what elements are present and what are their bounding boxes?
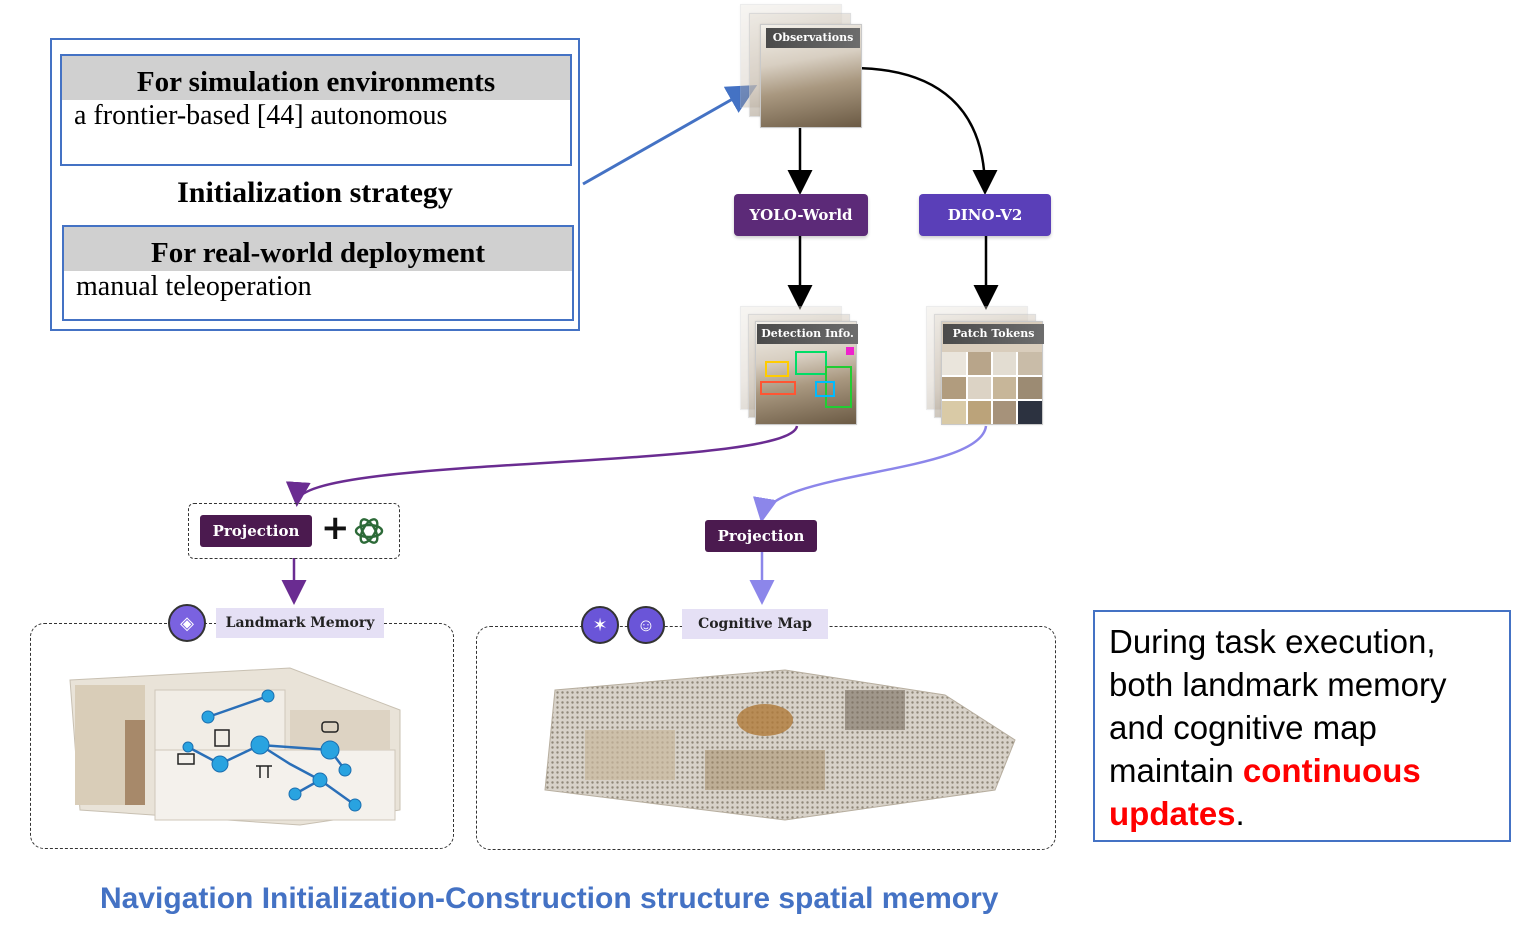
- figure-caption: Navigation Initialization-Construction s…: [100, 882, 999, 915]
- openai-logo-icon: [354, 518, 384, 544]
- landmark-memory-tag: Landmark Memory: [216, 608, 384, 638]
- landmark-map-image: [69, 667, 401, 826]
- obs-to-dino-arrow: [851, 66, 998, 195]
- real-world-text: manual teleoperation: [76, 271, 312, 302]
- projection-left-node: Projection: [200, 515, 312, 547]
- simulation-box: For simulation environments a frontier-b…: [60, 54, 572, 166]
- detection-info-stack: Detection Info.: [740, 306, 864, 430]
- simulation-text: a frontier-based [44] autonomous: [74, 100, 448, 131]
- network-icon: ✶: [581, 606, 619, 644]
- update-note-box: During task execution, both landmark mem…: [1093, 610, 1511, 842]
- plus-sign: +: [321, 508, 350, 548]
- init-to-observations-arrow: [582, 85, 758, 186]
- cognitive-map-pointcloud: [544, 669, 1016, 821]
- brain-head-icon: ☺: [627, 606, 665, 644]
- initialization-title: Initialization strategy: [177, 176, 453, 209]
- initialization-panel: [50, 38, 580, 331]
- projection-right-node: Projection: [705, 520, 817, 552]
- detection-boxes: [760, 347, 854, 408]
- dino-v2-node: DINO-V2: [919, 194, 1051, 236]
- cube-icon: ◈: [168, 604, 206, 642]
- real-world-heading: For real-world deployment: [64, 227, 572, 271]
- patch-tokens-stack: Patch Tokens: [926, 306, 1050, 430]
- projection-group-left: [188, 503, 400, 559]
- note-text: During task execution, both landmark mem…: [1109, 623, 1447, 789]
- note-period: .: [1235, 795, 1245, 832]
- cognitive-map-tag: Cognitive Map: [682, 609, 828, 639]
- observations-stack: Observations: [740, 4, 864, 128]
- detection-to-projection-arrow: [286, 425, 799, 507]
- detection-label: Detection Info.: [757, 324, 858, 344]
- observations-label: Observations: [766, 28, 860, 48]
- patch-tokens-label: Patch Tokens: [943, 324, 1044, 344]
- note-highlight: continuous updates: [1109, 752, 1421, 832]
- real-world-box: For real-world deployment manual teleope…: [62, 225, 574, 321]
- yolo-world-node: YOLO-World: [734, 194, 868, 236]
- simulation-heading: For simulation environments: [62, 56, 570, 100]
- patch-to-projection-arrow: [753, 425, 988, 523]
